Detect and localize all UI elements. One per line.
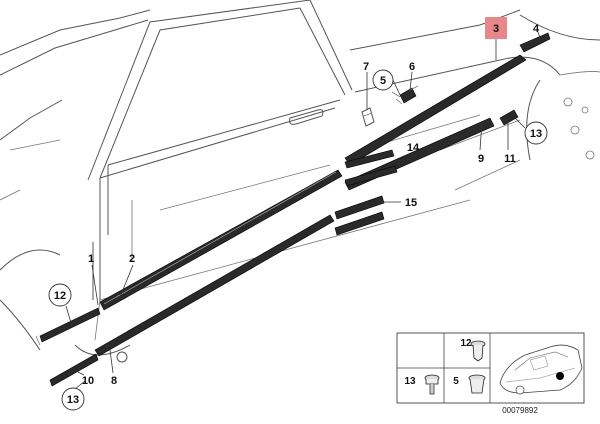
callout-4: 4: [533, 23, 540, 35]
part-7-clip: [361, 107, 375, 127]
screw-icon: [424, 374, 440, 395]
part-1-strip: [39, 307, 101, 343]
part-15-strip: [334, 195, 385, 220]
part-11-strip: [499, 109, 519, 126]
callout-14: 14: [407, 142, 420, 154]
callout-15: 15: [405, 197, 417, 209]
part-8-strip: [94, 214, 335, 357]
callout-10: 10: [82, 375, 94, 387]
callout-1: 1: [88, 253, 94, 265]
part-2-strip: [99, 169, 343, 311]
callout-8: 8: [111, 375, 117, 387]
leader-lines: [65, 31, 541, 394]
legend-13: 13: [404, 376, 416, 387]
grommet-icon: [468, 374, 486, 394]
callout-6: 6: [409, 61, 415, 73]
diagram-id: 00079892: [502, 406, 538, 415]
car-body-outline: [0, 0, 600, 363]
callout-3-highlight: [485, 17, 507, 39]
legend-5: 5: [453, 376, 459, 387]
push-clip-icon: [470, 340, 486, 362]
callout-12: 12: [54, 290, 66, 302]
callout-5: 5: [380, 75, 386, 87]
callout-9: 9: [478, 153, 484, 165]
callout-13b-circle: [61, 387, 85, 411]
callout-2: 2: [129, 253, 135, 265]
molding-strips: [35, 32, 551, 387]
location-dot-icon: [556, 372, 564, 380]
part-6-clip: [399, 87, 417, 104]
callout-5-circle: [372, 69, 394, 91]
part-4-strip: [519, 32, 551, 53]
callout-13-front: 13: [67, 394, 79, 406]
callout-13a-circle: [524, 121, 548, 145]
callout-3: 3: [493, 23, 499, 35]
callout-13-rear: 13: [530, 128, 542, 140]
parts-legend-box: 12 13 5 00079892: [396, 332, 585, 415]
legend-12: 12: [460, 338, 472, 349]
part-10-strip: [49, 353, 99, 387]
car-location-thumbnail: [499, 344, 583, 395]
callout-11: 11: [504, 153, 516, 165]
callouts: 3 4 7 6 5 13 14 9 11 15 1 2 12 10 8 13: [48, 17, 548, 411]
callout-12-circle: [48, 283, 72, 307]
callout-7: 7: [363, 61, 369, 73]
